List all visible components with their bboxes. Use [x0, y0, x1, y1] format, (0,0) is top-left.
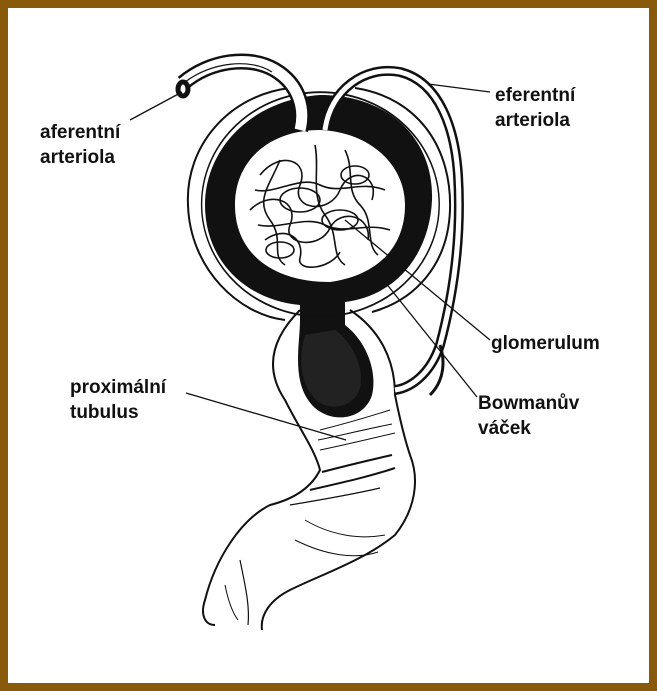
proximal-label-line2: tubulus	[70, 402, 139, 423]
efferent-label-line1: eferentní	[495, 85, 576, 106]
glomerulus-drawing	[250, 145, 390, 267]
efferent-label-line2: arteriola	[495, 110, 570, 131]
afferent-label-line2: arteriola	[40, 147, 115, 168]
bowman-capsule-drawing	[188, 88, 450, 417]
bowman-label-line1: Bowmanův	[478, 393, 580, 414]
afferent-label-line1: aferentní	[40, 122, 121, 143]
efferent-leader	[428, 84, 490, 92]
bowman-leader	[385, 282, 477, 397]
bowman-label-line2: váček	[478, 418, 531, 439]
afferent-leader	[130, 92, 182, 120]
glomerulum-label: glomerulum	[491, 333, 600, 354]
proximal-label-line1: proximální	[70, 377, 167, 398]
